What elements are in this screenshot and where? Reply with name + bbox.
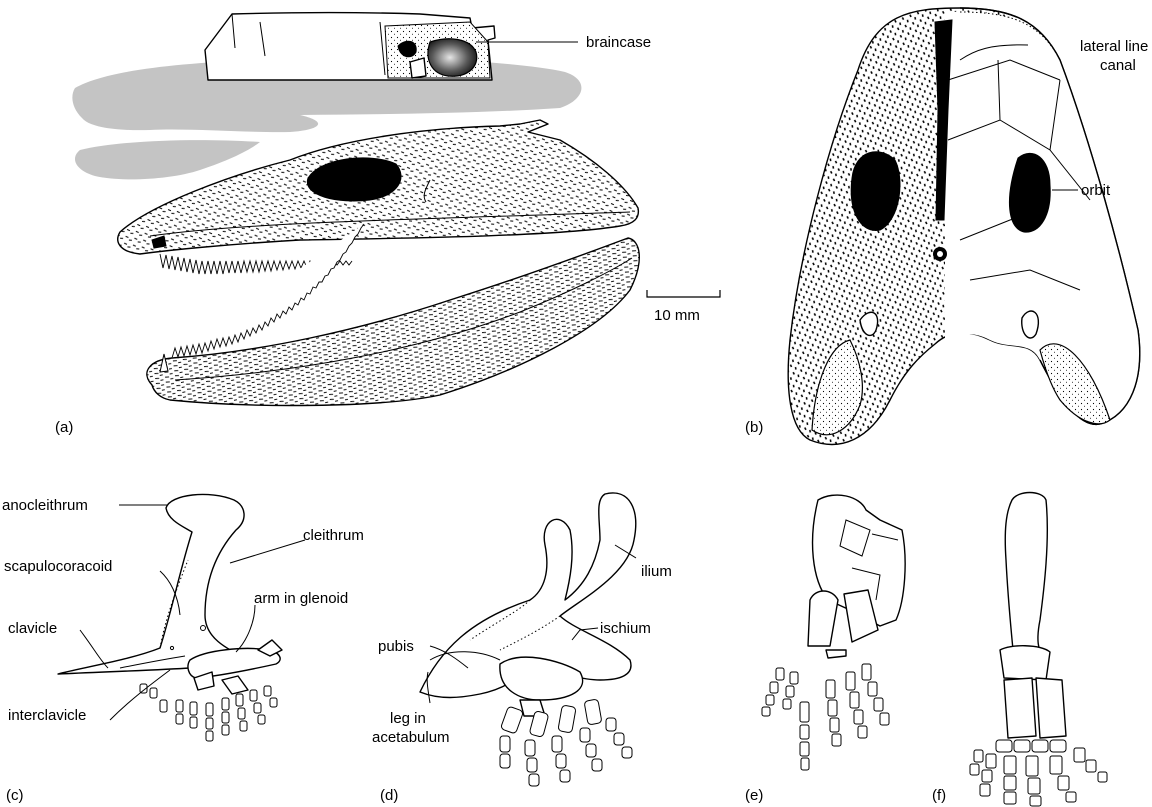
right-orbit bbox=[1009, 153, 1050, 232]
label-clavicle: clavicle bbox=[8, 620, 57, 637]
label-leg-2: acetabulum bbox=[372, 729, 450, 746]
label-pubis: pubis bbox=[378, 638, 414, 655]
panel-b: lateral line canal orbit (b) bbox=[745, 8, 1148, 444]
label-scapulocoracoid: scapulocoracoid bbox=[4, 558, 112, 575]
label-ilium: ilium bbox=[641, 563, 672, 580]
panel-f: (f) bbox=[932, 493, 1107, 807]
panel-a: braincase 10 mm (a) bbox=[55, 13, 720, 437]
label-ischium: ischium bbox=[600, 620, 651, 637]
label-lateral-line-1: lateral line bbox=[1080, 38, 1148, 55]
panel-d: ilium pubis ischium leg in acetabulum (d… bbox=[372, 493, 672, 804]
label-leg-1: leg in bbox=[390, 710, 426, 727]
panel-tag-b: (b) bbox=[745, 419, 763, 436]
scale-bar-label: 10 mm bbox=[654, 307, 700, 324]
panel-e: (e) bbox=[745, 495, 905, 804]
panel-c: anocleithrum cleithrum scapulocoracoid a… bbox=[2, 494, 364, 804]
panel-tag-f: (f) bbox=[932, 787, 946, 804]
label-cleithrum: cleithrum bbox=[303, 527, 364, 544]
panel-tag-d: (d) bbox=[380, 787, 398, 804]
lower-jaw bbox=[147, 224, 639, 405]
braincase-illustration bbox=[205, 13, 495, 81]
panel-tag-e: (e) bbox=[745, 787, 763, 804]
label-lateral-line-2: canal bbox=[1100, 57, 1136, 74]
label-anocleithrum: anocleithrum bbox=[2, 497, 88, 514]
panel-tag-a: (a) bbox=[55, 419, 73, 436]
label-orbit: orbit bbox=[1081, 182, 1111, 199]
scale-bar: 10 mm bbox=[647, 290, 720, 324]
panel-tag-c: (c) bbox=[6, 787, 24, 804]
label-braincase: braincase bbox=[586, 34, 651, 51]
label-interclavicle: interclavicle bbox=[8, 707, 86, 724]
label-arm-in-glenoid: arm in glenoid bbox=[254, 590, 348, 607]
shoulder-girdle bbox=[58, 494, 250, 674]
